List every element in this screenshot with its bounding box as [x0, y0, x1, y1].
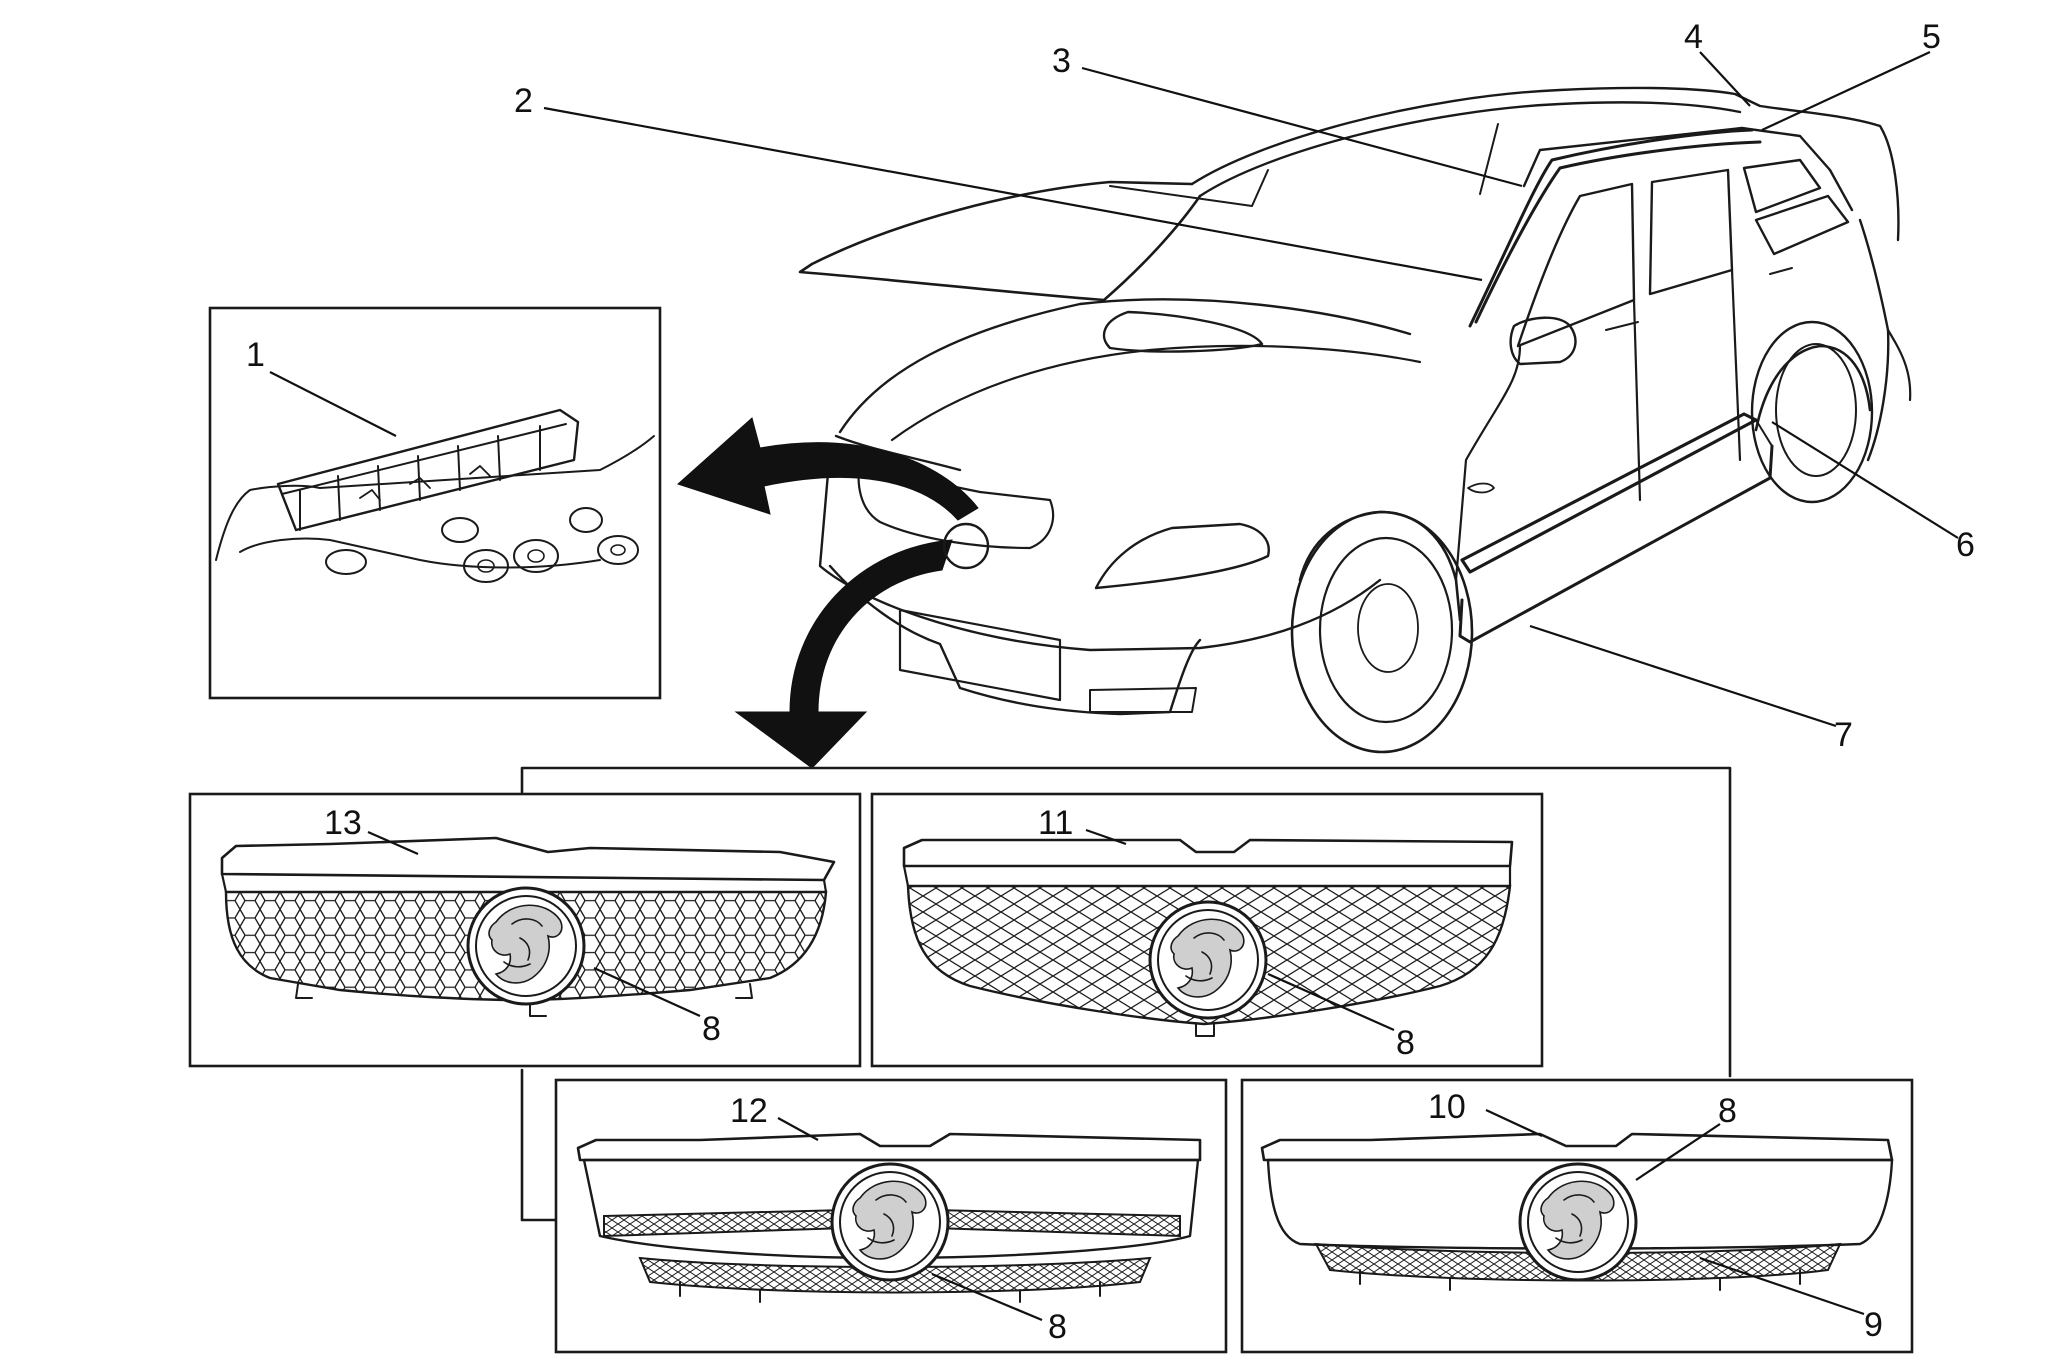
callout-8-grille-12: 8 — [1048, 1308, 1067, 1346]
callout-1: 1 — [246, 336, 265, 374]
callout-10: 10 — [1428, 1088, 1466, 1126]
callout-5: 5 — [1922, 18, 1941, 56]
callout-leaders — [269, 51, 1959, 1322]
callout-8-grille-10: 8 — [1718, 1092, 1737, 1130]
callout-2: 2 — [514, 82, 533, 120]
callout-numbers: 1 2 3 4 5 6 7 8 8 8 8 9 10 11 12 13 — [246, 18, 1975, 1346]
callout-13: 13 — [324, 804, 362, 842]
grille-panel-12 — [554, 1078, 1228, 1354]
grille-panel-13 — [188, 792, 862, 1068]
callout-9: 9 — [1864, 1306, 1883, 1344]
callout-7: 7 — [1834, 716, 1853, 754]
grille-group-bracket — [520, 766, 1732, 1078]
grille-panel-10 — [1240, 1078, 1914, 1354]
callout-8-grille-13: 8 — [702, 1010, 721, 1048]
arrow-to-grilles — [734, 539, 953, 769]
bracket-inset — [208, 306, 662, 700]
wagon-body — [798, 86, 1912, 754]
front-emblem-location — [942, 522, 990, 570]
callout-4: 4 — [1684, 18, 1703, 56]
callout-11: 11 — [1038, 804, 1073, 842]
callout-12: 12 — [730, 1092, 768, 1130]
callout-6: 6 — [1956, 526, 1975, 564]
callout-3: 3 — [1052, 42, 1071, 80]
arrow-to-bracket — [677, 417, 979, 521]
grille-group-bracket-lower — [520, 1068, 558, 1222]
callout-8-grille-11: 8 — [1396, 1024, 1415, 1062]
grille-panel-11 — [870, 792, 1544, 1068]
